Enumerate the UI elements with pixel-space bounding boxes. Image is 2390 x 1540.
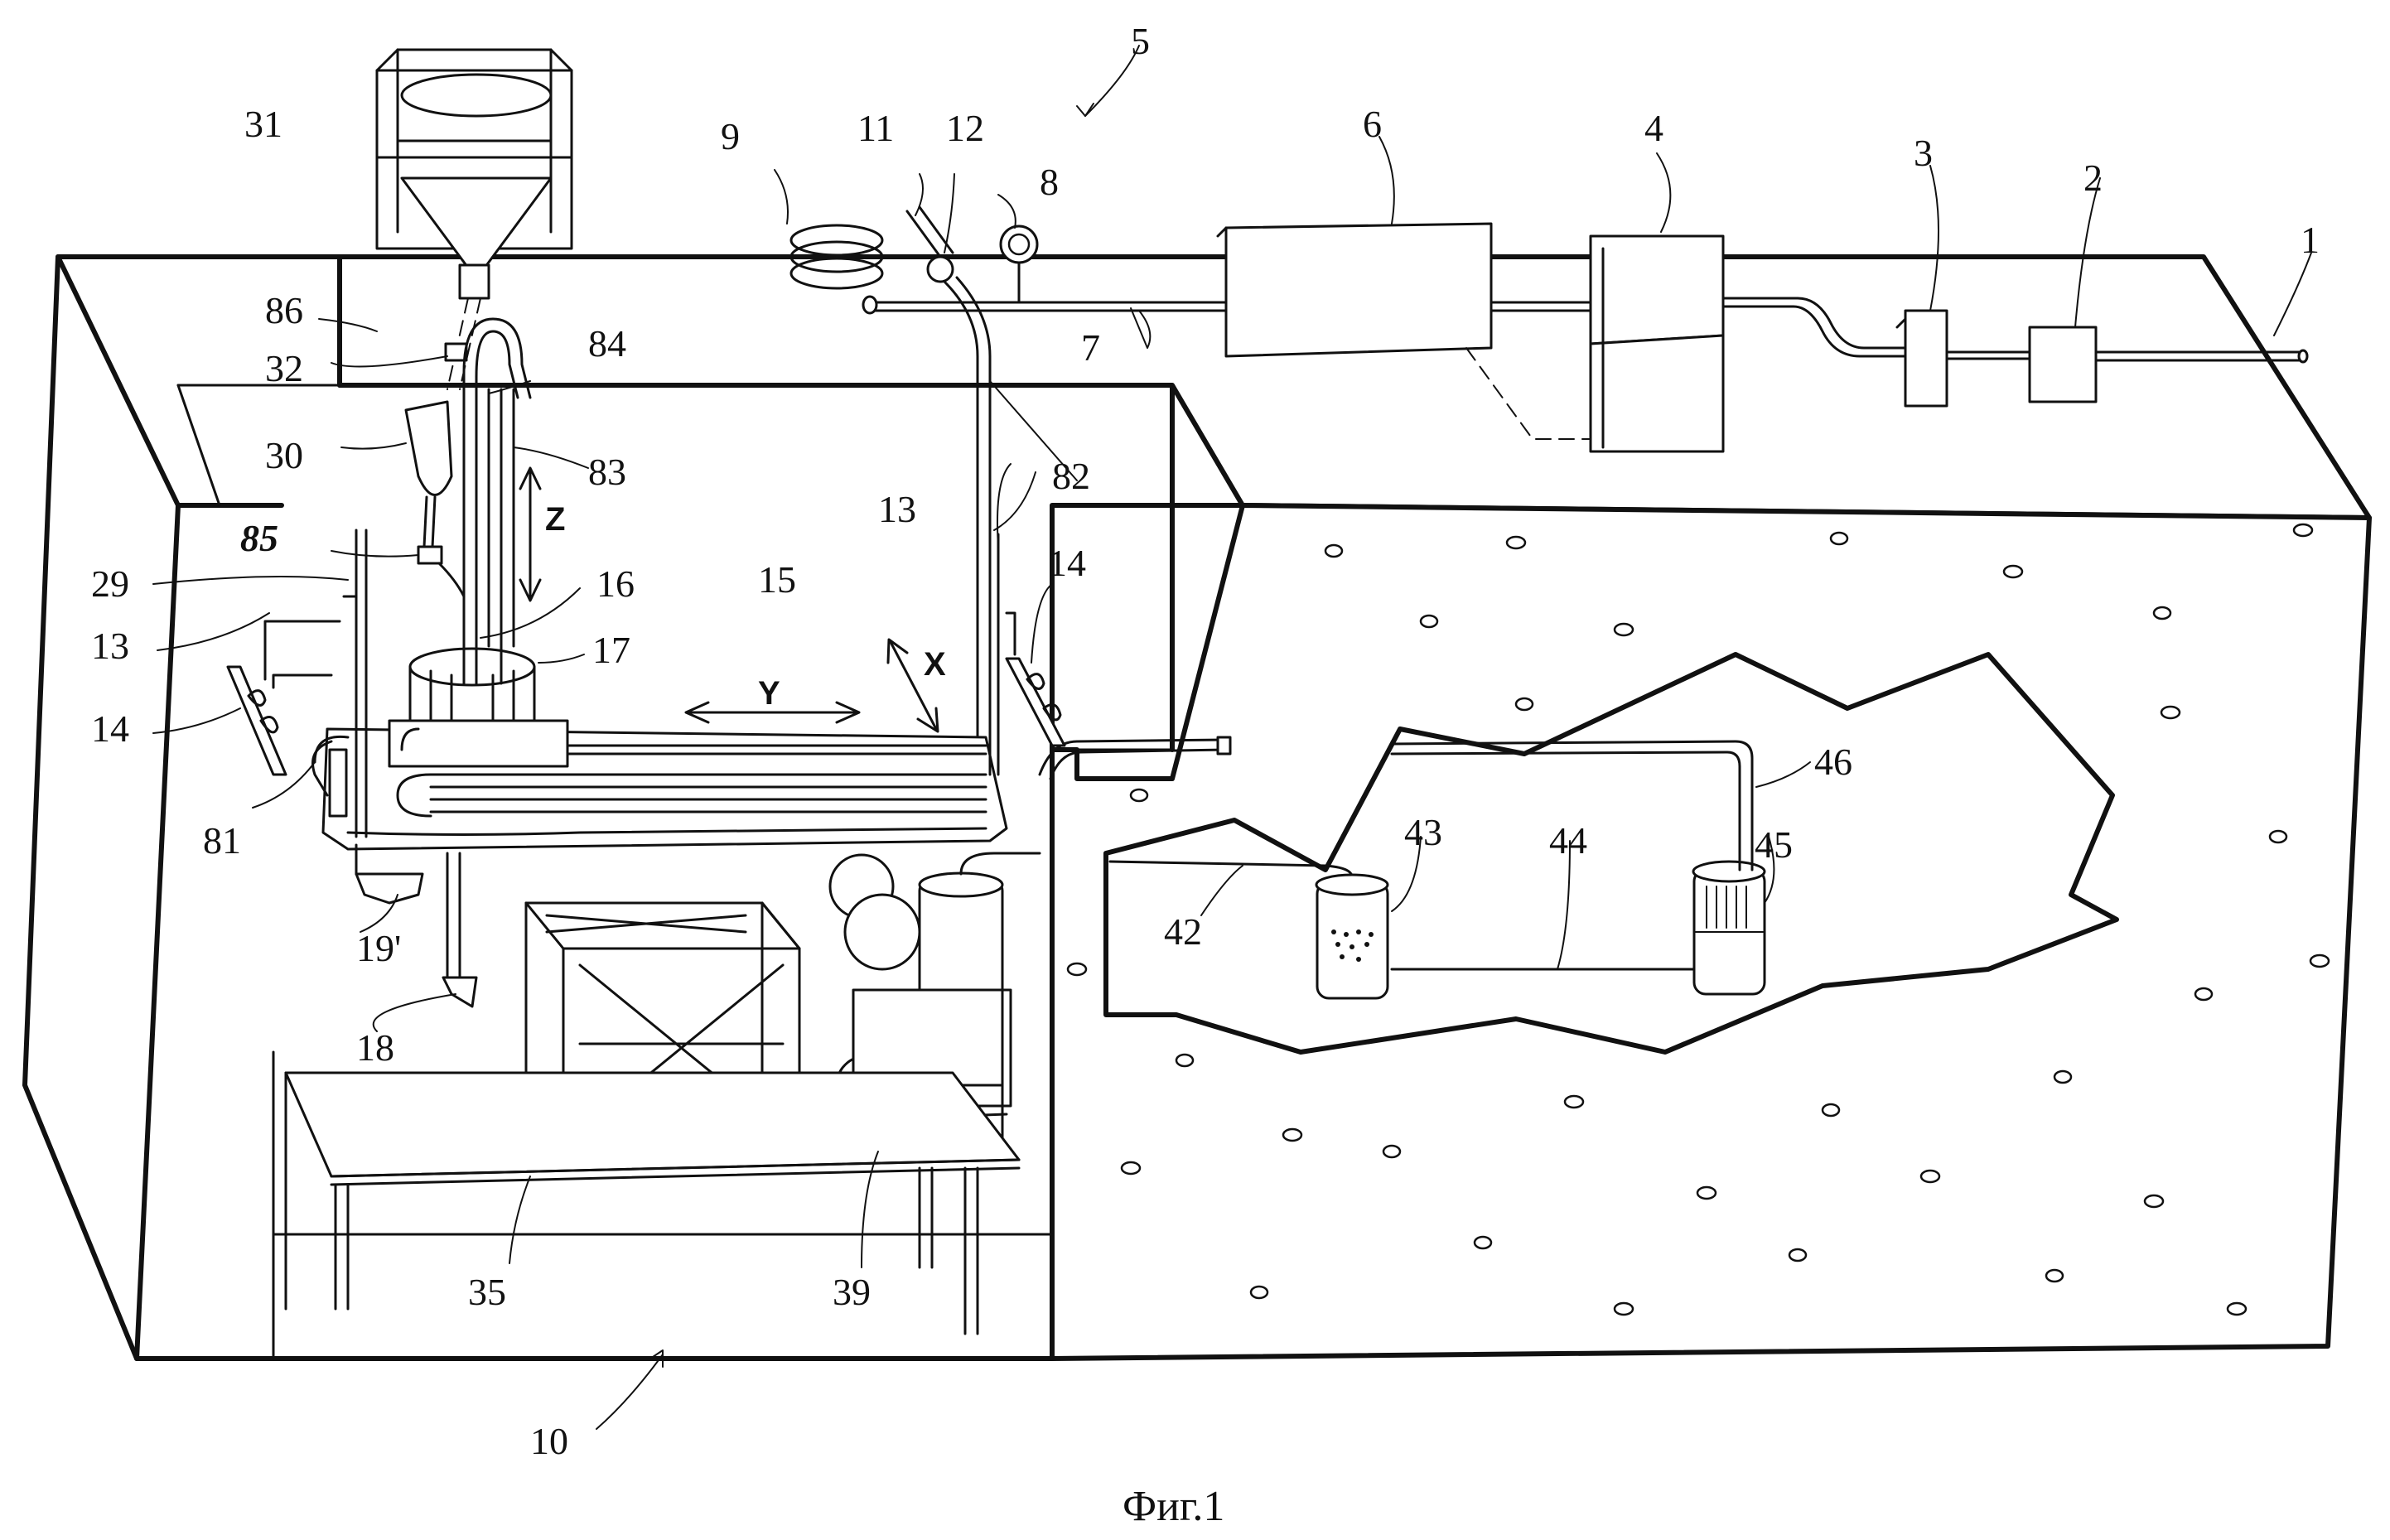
label-15: 15: [758, 558, 796, 601]
label-14-right: 14: [1048, 542, 1086, 584]
label-44: 44: [1549, 819, 1587, 862]
label-19: 19': [356, 927, 401, 969]
label-18: 18: [356, 1026, 394, 1069]
label-30: 30: [265, 434, 303, 476]
label-13-right: 13: [878, 488, 916, 530]
label-43: 43: [1404, 811, 1442, 853]
label-39: 39: [833, 1271, 871, 1313]
container-43: [1316, 875, 1388, 998]
label-12: 12: [946, 107, 984, 149]
unit-3: [1897, 311, 1947, 406]
label-85: 85: [240, 517, 278, 559]
axis-y-label: Y: [758, 675, 780, 712]
label-82: 82: [1052, 455, 1090, 497]
label-17: 17: [592, 629, 630, 671]
label-1: 1: [2301, 219, 2320, 261]
label-14-left: 14: [91, 707, 129, 750]
label-45: 45: [1755, 823, 1793, 866]
figure-caption: Фиг.1: [1123, 1483, 1224, 1530]
label-32: 32: [265, 347, 303, 389]
label-83: 83: [588, 451, 626, 493]
label-4: 4: [1644, 107, 1663, 149]
valve-86: [446, 344, 466, 360]
label-13-left: 13: [91, 625, 129, 667]
label-2: 2: [2083, 157, 2103, 199]
label-84: 84: [588, 322, 626, 364]
label-46: 46: [1814, 741, 1852, 783]
axis-x-label: X: [924, 646, 946, 683]
label-5: 5: [1131, 20, 1150, 62]
label-9: 9: [721, 115, 740, 157]
label-29: 29: [91, 562, 129, 605]
label-16: 16: [596, 562, 635, 605]
label-10: 10: [530, 1420, 568, 1462]
label-31: 31: [244, 103, 282, 145]
axis-z-label: Z: [545, 501, 565, 538]
label-35: 35: [468, 1271, 506, 1313]
label-6: 6: [1363, 103, 1382, 145]
label-8: 8: [1040, 161, 1059, 203]
unit-4: [1591, 236, 1723, 451]
label-7: 7: [1081, 326, 1100, 369]
label-42: 42: [1164, 910, 1202, 953]
label-81: 81: [203, 819, 241, 862]
label-3: 3: [1914, 132, 1933, 174]
container-45: [1693, 862, 1765, 994]
unit-2: [2030, 327, 2096, 402]
label-86: 86: [265, 289, 303, 331]
label-11: 11: [857, 107, 894, 149]
